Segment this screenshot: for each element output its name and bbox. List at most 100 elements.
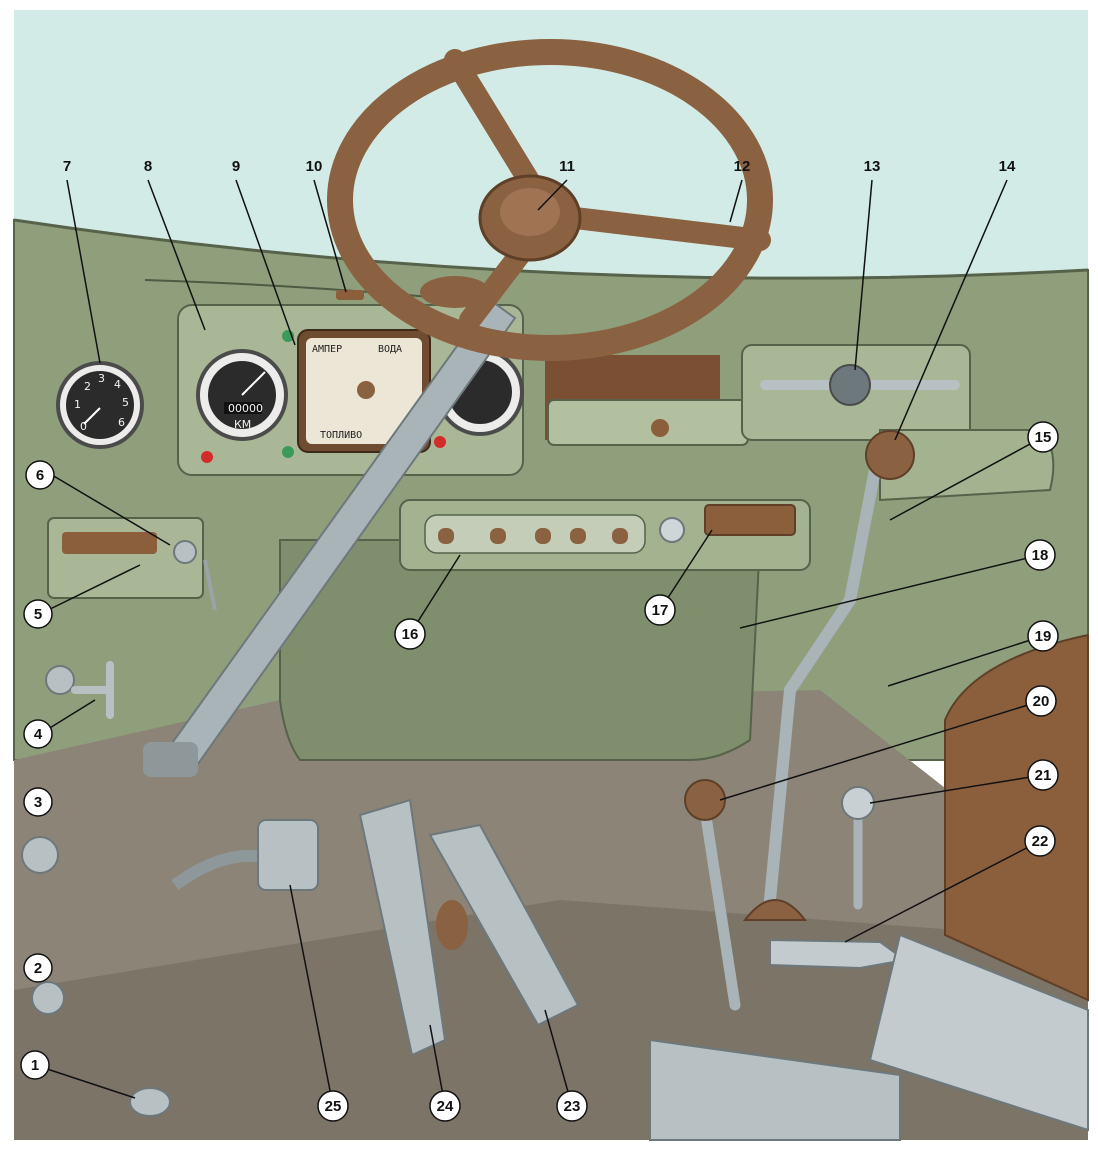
brake-pedal[interactable] [358,798,447,1057]
svg-text:25: 25 [325,1098,342,1115]
gear-lever-boot [742,899,808,921]
svg-text:13: 13 [864,158,881,175]
dome-lamp[interactable] [829,364,871,406]
callout-8: 8 [144,158,152,175]
svg-text:19: 19 [1035,628,1052,645]
speedometer-needle [241,371,266,396]
gear-lever-knob[interactable] [865,430,915,480]
gear-lever-shaft [764,464,881,906]
control-knob-4[interactable] [45,665,75,695]
left-gauge-digit-1: 1 [74,398,81,411]
handbrake-lever[interactable] [769,938,908,970]
svg-text:1: 1 [31,1057,39,1074]
steering-column-boot [143,742,198,777]
callout-13: 13 [864,158,881,175]
ignition-lock[interactable] [173,540,197,564]
callout-11: 11 [559,158,575,175]
front-axle-lever-knob[interactable] [841,786,875,820]
callout-18: 18 [1024,539,1056,571]
warning-lamp-red-right [434,436,446,448]
steering-wheel-rim[interactable] [327,39,773,361]
left-gauge-needle [83,407,101,425]
ammeter-label: АМПЕР [312,344,342,355]
callout-12: 12 [734,158,751,175]
svg-text:15: 15 [1035,429,1052,446]
callout-6: 6 [25,460,55,490]
choke-lever[interactable] [62,532,157,554]
svg-text:10: 10 [306,158,323,175]
knob-4[interactable] [570,528,586,544]
seat-base [868,933,1089,1132]
callout-17: 17 [644,594,676,626]
wiper-switch[interactable] [336,290,364,300]
warning-lamp-red-left [201,451,213,463]
callout-10: 10 [306,158,323,175]
svg-text:7: 7 [63,158,71,175]
accelerator-pedal[interactable] [428,823,580,1027]
svg-text:2: 2 [34,960,42,977]
t-handle[interactable] [71,661,114,719]
svg-text:11: 11 [559,158,575,175]
transfer-lever-knob[interactable] [684,779,726,821]
ignition-key[interactable] [203,559,217,611]
callout-3: 3 [23,787,53,817]
callout-7: 7 [63,158,71,175]
warning-lamp-green-bottom [282,446,294,458]
callout-4: 4 [23,719,53,749]
callout-22: 22 [1024,825,1056,857]
knob-3[interactable] [535,528,551,544]
callout-19: 19 [1027,620,1059,652]
svg-text:22: 22 [1032,833,1049,850]
left-gauge-digit-6: 6 [118,416,125,429]
transfer-lever-shaft [699,804,741,1011]
svg-text:16: 16 [402,626,419,643]
svg-text:20: 20 [1033,693,1050,710]
seat-front-rail [649,1038,901,1141]
svg-text:12: 12 [734,158,751,175]
knob-5[interactable] [612,528,628,544]
turn-signal-switch[interactable] [420,276,490,308]
ashtray[interactable] [704,504,796,536]
left-gauge-digit-4: 4 [114,378,121,391]
callout-21: 21 [1027,759,1059,791]
knob-2[interactable] [490,528,506,544]
pedal-spring [436,900,468,950]
callout-5: 5 [23,599,53,629]
glovebox-knob[interactable] [651,419,669,437]
callout-20: 20 [1025,685,1057,717]
floor-plug-1[interactable] [129,1087,171,1117]
callout-23: 23 [556,1090,588,1122]
left-gauge-digit-5: 5 [122,396,129,409]
key-switch[interactable] [659,517,685,543]
knob-3[interactable] [21,836,59,874]
svg-text:17: 17 [652,602,669,619]
knob-1[interactable] [438,528,454,544]
switch-strip [424,514,646,554]
horn-button[interactable] [500,188,560,236]
gauge-center-knob [357,381,375,399]
left-gauge-digit-2: 2 [84,380,91,393]
glovebox-lid[interactable] [547,399,749,446]
svg-text:8: 8 [144,158,152,175]
left-gauge-digit-3: 3 [98,372,105,385]
callout-15: 15 [1027,421,1059,453]
svg-text:14: 14 [999,158,1016,175]
starter-pedal[interactable] [257,819,319,891]
left-gauge-face [66,371,134,439]
seat-back [944,633,1089,1002]
water-label: ВОДА [378,344,402,355]
svg-text:23: 23 [564,1098,581,1115]
callout-25: 25 [317,1090,349,1122]
svg-text:6: 6 [36,467,44,484]
callout-16: 16 [394,618,426,650]
knob-2[interactable] [31,981,65,1015]
callout-24: 24 [429,1090,461,1122]
svg-text:24: 24 [437,1098,454,1115]
odometer-unit: КМ [234,418,251,431]
svg-text:21: 21 [1035,767,1052,784]
callout-2: 2 [23,953,53,983]
leader-lines [34,179,1044,1107]
callout-14: 14 [999,158,1016,175]
odometer-window [224,402,262,414]
